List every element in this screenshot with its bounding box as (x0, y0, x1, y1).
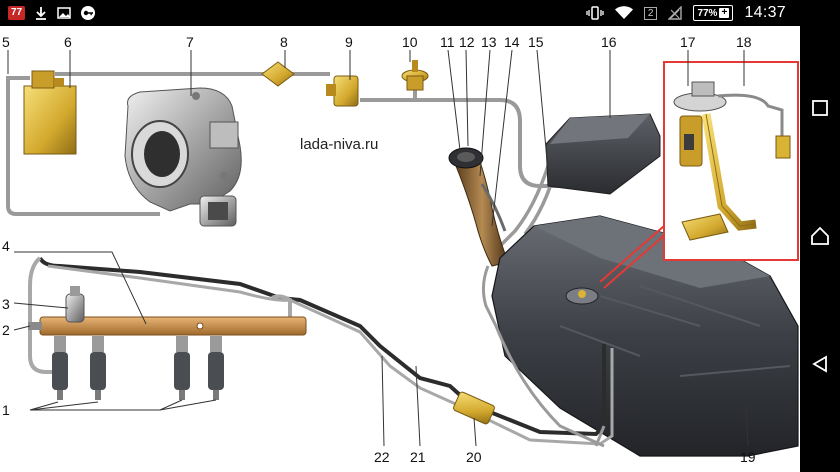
status-bar: 77 2 77% + 14:37 (0, 0, 800, 26)
fuel-system-diagram[interactable] (0, 26, 800, 472)
callout-16: 16 (601, 34, 617, 50)
separator-box (545, 113, 661, 195)
callout-12: 12 (459, 34, 475, 50)
back-button[interactable] (800, 344, 840, 384)
filler-neck (448, 147, 509, 267)
purge-valve (326, 75, 359, 107)
pressure-regulator (65, 286, 85, 323)
callout-3: 3 (2, 296, 10, 312)
tank-side-lines (481, 265, 605, 448)
zoom-pointer (599, 225, 669, 289)
image-icon (57, 6, 71, 20)
adsorber-canister (23, 70, 77, 155)
battery-charging-icon: + (719, 8, 730, 18)
callout-9: 9 (345, 34, 353, 50)
callout-4: 4 (2, 238, 10, 254)
status-left: 77 (0, 0, 96, 26)
callout-7: 7 (186, 34, 194, 50)
sim-slot-indicator: 2 (643, 6, 658, 20)
callout-6: 6 (64, 34, 72, 50)
navigation-bar (800, 0, 840, 472)
callout-8: 8 (280, 34, 288, 50)
wifi-icon (614, 6, 633, 20)
watermark-text: lada-niva.ru (300, 136, 379, 153)
vpn-key-icon (80, 5, 96, 21)
image-viewer[interactable]: lada-niva.ru 5 6 7 8 9 10 11 12 13 14 15… (0, 26, 800, 472)
rail-tube-right (271, 294, 292, 328)
check-valve (261, 61, 295, 87)
callout-13: 13 (481, 34, 497, 50)
injectors (52, 336, 224, 400)
throttle-body (124, 87, 242, 227)
recents-button[interactable] (800, 88, 840, 128)
no-signal-icon (668, 6, 683, 20)
leader-lines (7, 49, 749, 447)
callout-18: 18 (736, 34, 752, 50)
vapor-line-left (6, 76, 160, 216)
back-icon (812, 355, 827, 373)
callout-20: 20 (466, 449, 482, 465)
callout-22: 22 (374, 449, 390, 465)
callout-14: 14 (504, 34, 520, 50)
vibrate-icon (586, 6, 604, 20)
callout-10: 10 (402, 34, 418, 50)
callout-2: 2 (2, 322, 10, 338)
fuel-pump-module (673, 81, 791, 241)
fuel-rail (28, 316, 307, 336)
fuel-filter (453, 391, 495, 425)
battery-indicator: 77% + (693, 5, 734, 21)
battery-percent: 77% (697, 7, 718, 19)
callout-11: 11 (440, 34, 455, 50)
callout-19: 19 (740, 449, 756, 465)
recents-icon (812, 100, 828, 116)
home-button[interactable] (800, 216, 840, 256)
gravity-valve (401, 60, 429, 91)
rail-loop-line (28, 256, 56, 374)
download-icon (34, 6, 48, 20)
callout-5: 5 (2, 34, 10, 50)
callout-17: 17 (680, 34, 696, 50)
clock: 14:37 (744, 4, 786, 21)
home-icon (811, 226, 829, 245)
callout-15: 15 (528, 34, 544, 50)
fuel-tank (491, 215, 799, 457)
tank-bottom-line (594, 425, 606, 447)
vapor-line-right (360, 98, 575, 188)
notification-badge: 77 (8, 6, 26, 20)
callout-1: 1 (2, 402, 10, 418)
status-right: 2 77% + 14:37 (586, 0, 800, 26)
callout-21: 21 (410, 449, 426, 465)
